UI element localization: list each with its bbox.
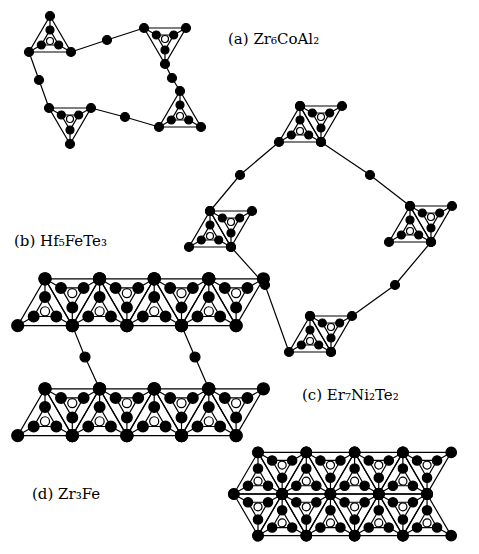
structure-a bbox=[25, 12, 206, 149]
structure-label: (c) Er₇Ni₂Te₂ bbox=[300, 386, 401, 404]
structure-c bbox=[12, 273, 269, 442]
structure-label: (a) Zr₆CoAl₂ bbox=[226, 30, 321, 48]
structure-d bbox=[229, 447, 457, 541]
structure-label: (d) Zr₃Fe bbox=[30, 485, 102, 503]
structure-label: (b) Hf₅FeTe₃ bbox=[12, 232, 109, 250]
